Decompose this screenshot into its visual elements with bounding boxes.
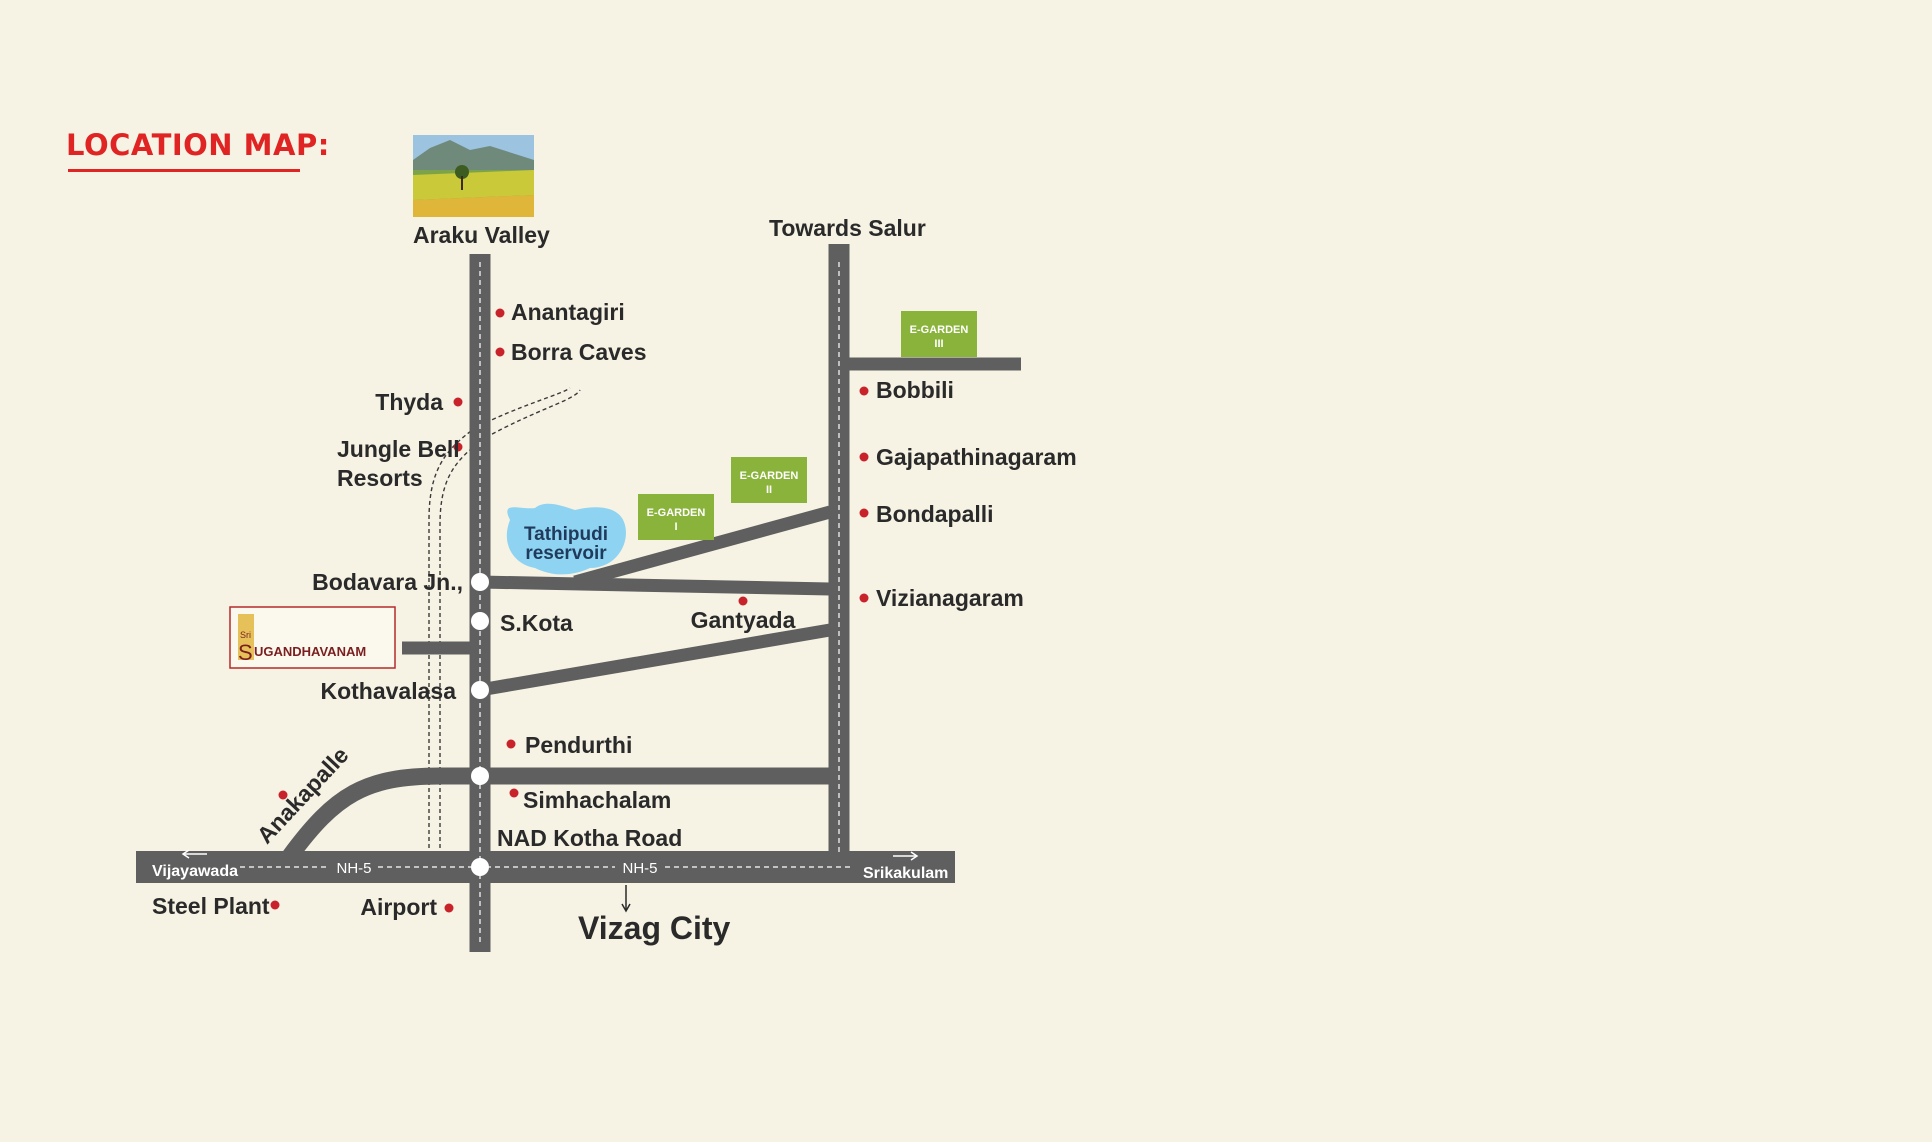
svg-text:III: III	[934, 338, 943, 350]
road-egarden	[573, 505, 832, 589]
tathipudi-reservoir	[506, 503, 626, 575]
label-steel-plant: Steel Plant	[152, 893, 270, 919]
label-bondapalli: Bondapalli	[876, 501, 994, 527]
araku-valley-image	[413, 135, 534, 217]
svg-text:E-GARDEN: E-GARDEN	[910, 324, 969, 336]
road-kothavalasa	[478, 623, 832, 697]
label-anantagiri: Anantagiri	[511, 299, 625, 325]
label-resorts: Resorts	[337, 465, 423, 491]
label-skota: S.Kota	[500, 610, 573, 636]
label-bodavara: Bodavara Jn.,	[312, 569, 463, 595]
label-nh5-left: NH-5	[336, 860, 371, 877]
egarden-3: E-GARDEN III	[901, 311, 977, 357]
title-underline	[68, 169, 300, 172]
label-araku-valley: Araku Valley	[413, 222, 550, 248]
page-title: LOCATION MAP:	[66, 128, 330, 162]
sugandhavanam-logo: Sri S UGANDHAVANAM	[229, 606, 396, 669]
svg-text:II: II	[766, 484, 772, 496]
label-thyda: Thyda	[375, 389, 443, 415]
road-anakapalle	[283, 767, 480, 862]
label-borra-caves: Borra Caves	[511, 339, 647, 365]
junction-markers	[471, 573, 489, 876]
label-simhachalam: Simhachalam	[523, 787, 671, 813]
label-gajapathinagaram: Gajapathinagaram	[876, 444, 1077, 470]
label-kothavalasa: Kothavalasa	[320, 678, 456, 704]
label-nh5-right: NH-5	[622, 860, 657, 877]
label-jungle-bell: Jungle Bell	[337, 436, 460, 462]
label-gantyada: Gantyada	[691, 607, 796, 633]
svg-text:E-GARDEN: E-GARDEN	[647, 507, 706, 519]
svg-text:S: S	[238, 640, 253, 665]
road-center-lines	[240, 262, 850, 945]
svg-text:E-GARDEN: E-GARDEN	[740, 470, 799, 482]
svg-text:UGANDHAVANAM: UGANDHAVANAM	[254, 644, 366, 659]
svg-text:Sri: Sri	[240, 630, 251, 640]
label-nad-kotha-road: NAD Kotha Road	[497, 825, 682, 851]
egarden-1: E-GARDEN I	[638, 494, 714, 540]
label-tathipudi: Tathipudi	[524, 524, 608, 545]
label-pendurthi: Pendurthi	[525, 732, 632, 758]
label-bobbili: Bobbili	[876, 377, 954, 403]
vizag-arrow	[621, 885, 631, 913]
direction-arrows	[181, 849, 919, 861]
svg-text:I: I	[674, 521, 677, 533]
label-towards-salur: Towards Salur	[769, 215, 926, 241]
road-bodavara	[479, 575, 831, 596]
label-vizianagaram: Vizianagaram	[876, 585, 1024, 611]
egarden-2: E-GARDEN II	[731, 457, 807, 503]
label-vizag-city: Vizag City	[578, 910, 731, 946]
place-markers	[270, 308, 869, 913]
label-reservoir: reservoir	[525, 543, 607, 564]
label-srikakulam: Srikakulam	[863, 865, 948, 882]
label-vijayawada: Vijayawada	[152, 863, 238, 880]
label-airport: Airport	[360, 894, 437, 920]
